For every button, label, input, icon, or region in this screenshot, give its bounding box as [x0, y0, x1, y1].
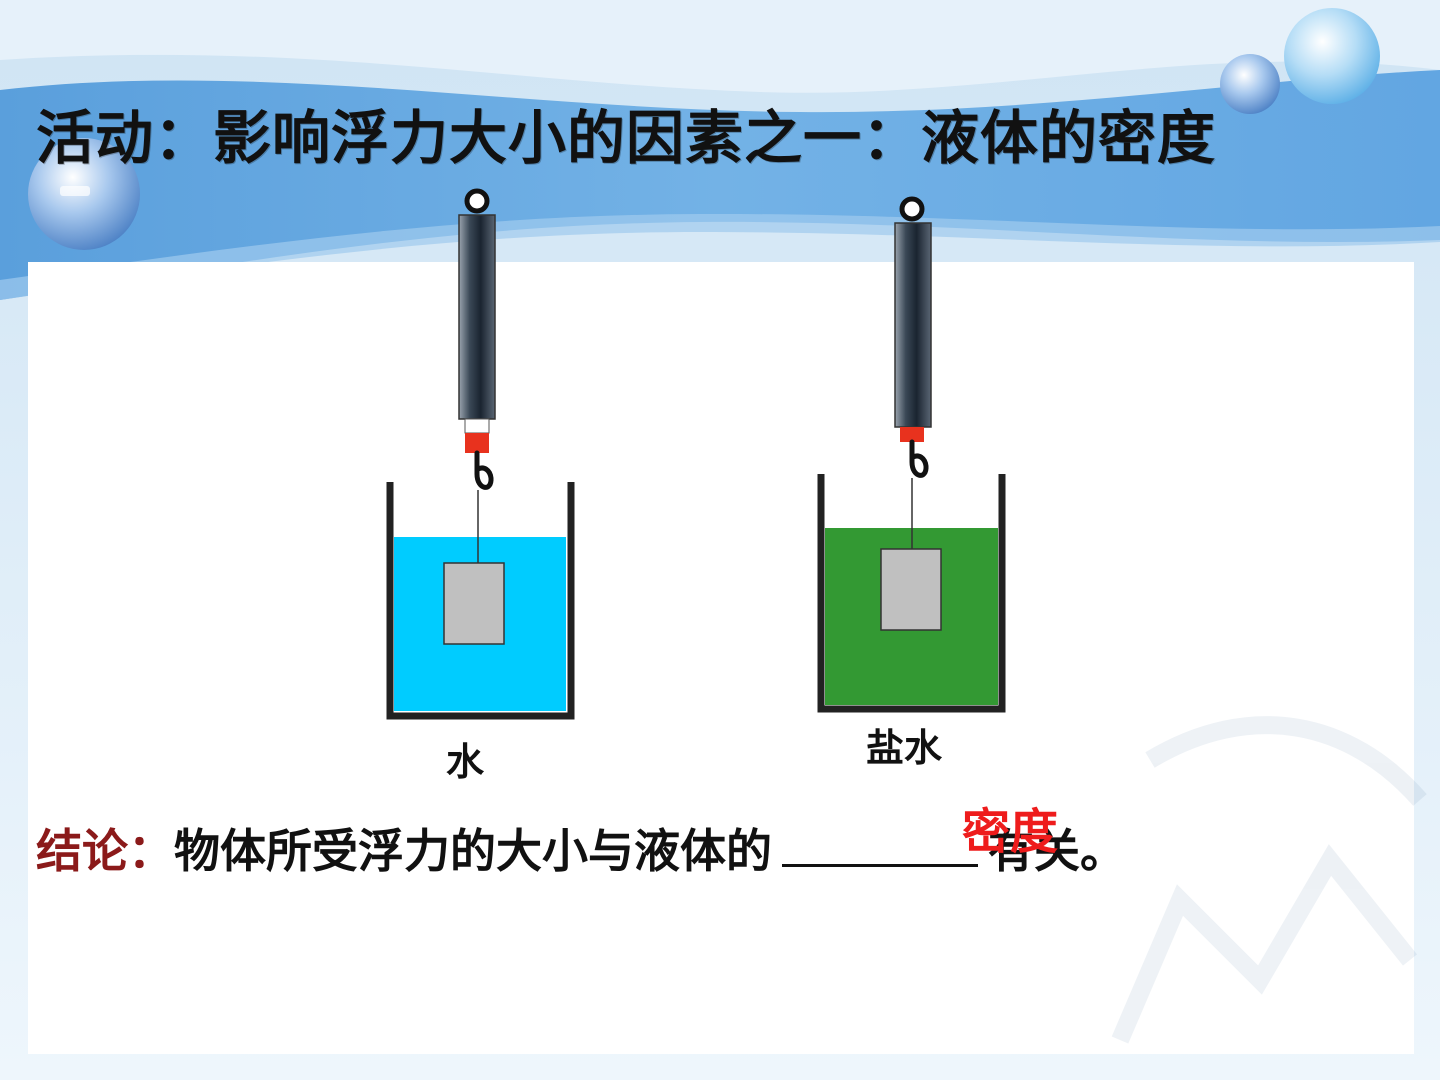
scale-indicator-right — [900, 427, 924, 442]
scale-body-left — [458, 214, 496, 420]
slide-title: 活动：影响浮力大小的因素之一：液体的密度 — [36, 104, 1217, 172]
decor-orb-right-small — [1220, 54, 1280, 114]
beaker-glass-right — [817, 474, 1006, 713]
answer-text: 密度 — [962, 804, 1059, 860]
scale-indicator-left — [465, 433, 489, 453]
beaker-salt-water — [817, 474, 1006, 713]
beaker-label-salt-water: 盐水 — [866, 725, 943, 770]
scale-hook-left — [474, 450, 494, 490]
scale-hook-right — [909, 439, 929, 478]
block-right — [880, 548, 942, 631]
answer-blank — [782, 818, 978, 867]
conclusion-sentence: 结论：物体所受浮力的大小与液体的 有关。 — [36, 816, 1126, 886]
spring-scale-left — [458, 188, 496, 490]
scale-ring-right — [899, 196, 925, 222]
beaker-label-water: 水 — [446, 739, 485, 784]
conclusion-tail: 有关。 — [988, 824, 1126, 878]
decor-orb-right-large — [1284, 8, 1380, 104]
conclusion-text: 物体所受浮力的大小与液体的 — [174, 824, 772, 878]
conclusion-lead: 结论： — [36, 824, 174, 878]
beaker-glass-left — [386, 482, 575, 720]
scale-ring-left — [464, 188, 490, 214]
spring-scale-right — [894, 196, 932, 478]
block-left — [443, 562, 505, 645]
beaker-water — [386, 482, 575, 720]
scale-body-right — [894, 222, 932, 428]
